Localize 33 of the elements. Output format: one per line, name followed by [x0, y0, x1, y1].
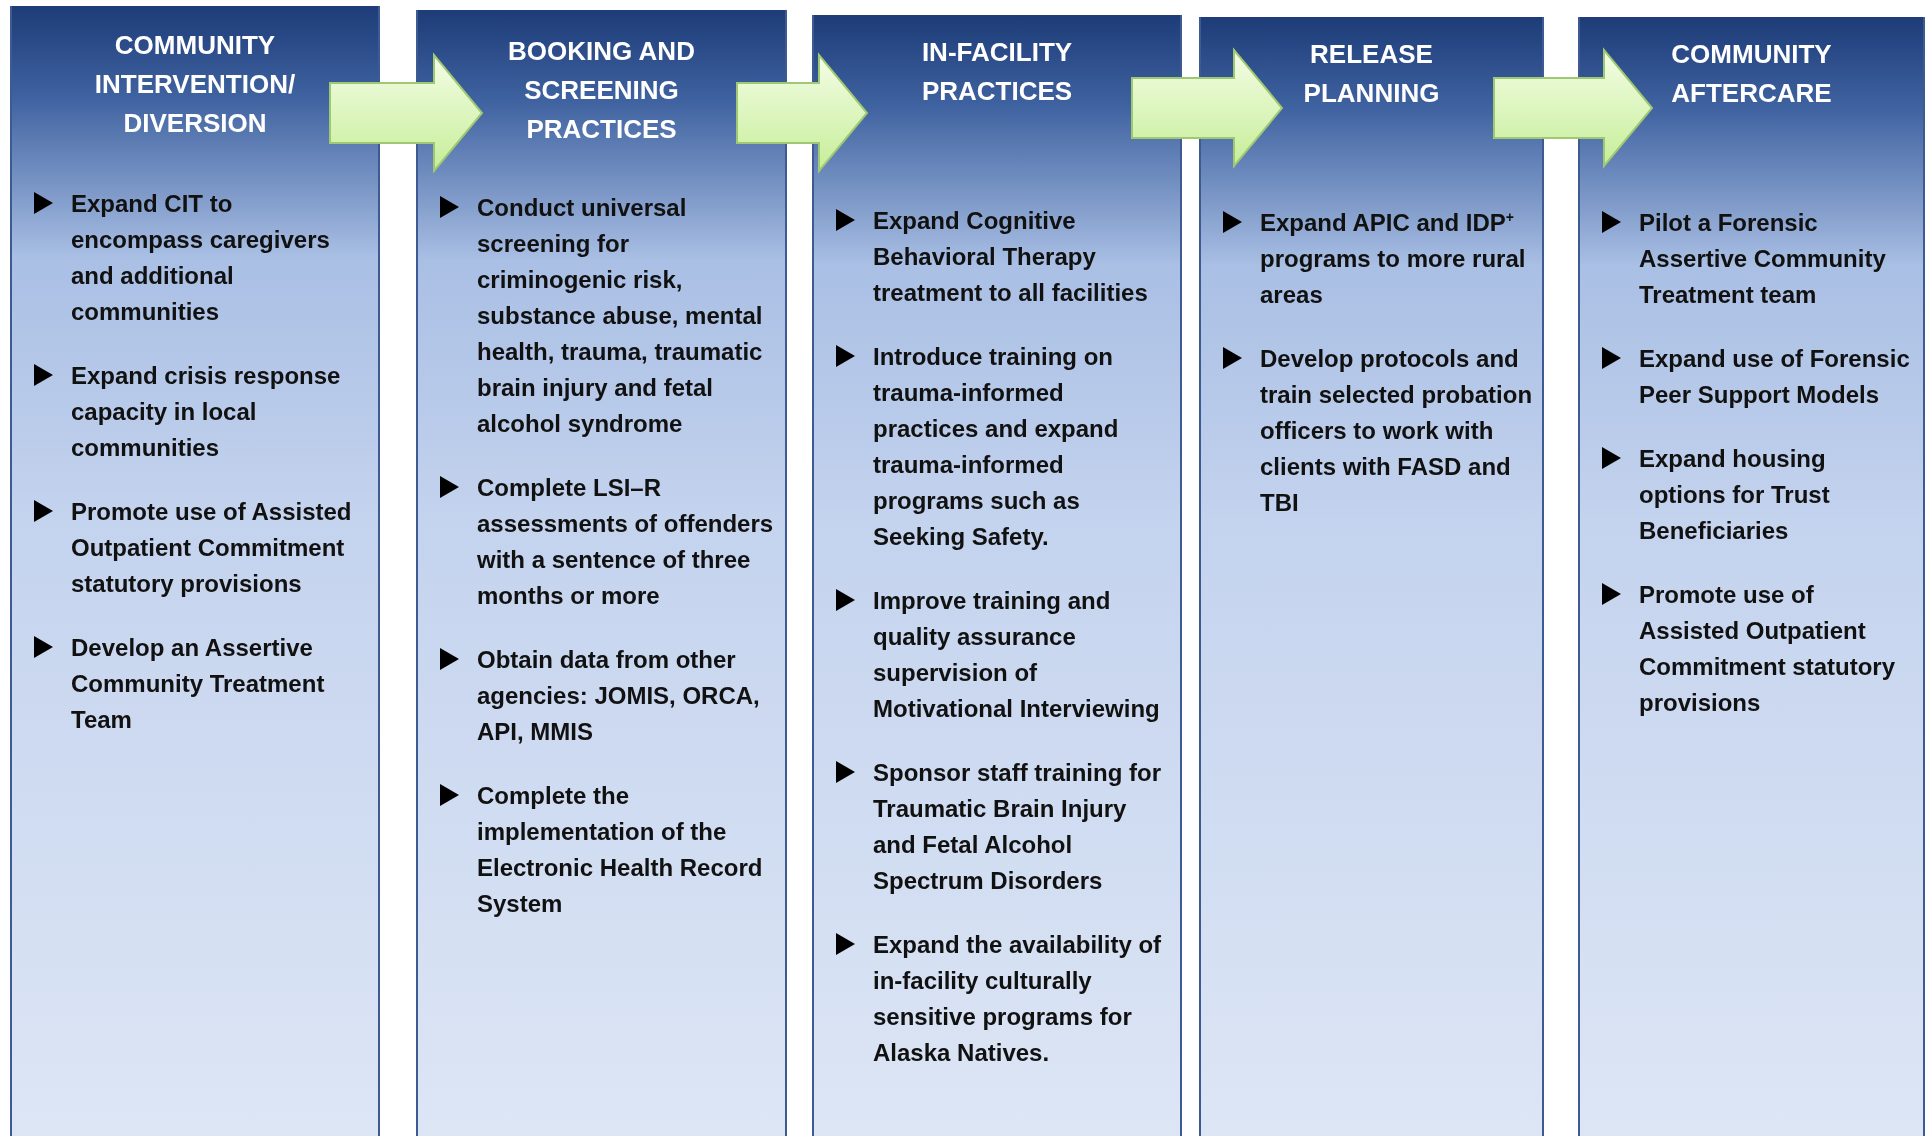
bullet-text: Sponsor staff training for Traumatic Brain Injury and Fetal Alcohol Spectrum Disorders	[873, 758, 1162, 896]
bullet-text: Complete LSI–R assessments of offenders with a sentence of three months or more	[477, 473, 775, 611]
column-heading: BOOKING AND SCREENING PRACTICES	[507, 35, 696, 146]
column-heading: COMMUNITY INTERVENTION/ DIVERSION	[93, 29, 297, 140]
bullet-text: Expand housing options for Trust Beneficiaries	[1639, 444, 1831, 546]
bullet-text: Improve training and quality assurance supervision of Motivational Interviewing	[873, 586, 1161, 724]
block-arrow	[736, 52, 869, 174]
bullet-text: Promote use of Assisted Outpatient Commitment statutory provisions	[71, 497, 353, 599]
block-arrow	[329, 52, 484, 174]
bullet-text: Expand use of Forensic Peer Support Models	[1639, 344, 1911, 410]
stage-column	[1578, 17, 1925, 1136]
bullet-text: Complete the implementation of the Electronic Health Record System	[477, 781, 764, 919]
stage-column	[10, 6, 380, 1136]
bullet-text: Conduct universal screening for criminogenic risk, substance abuse, mental health, trauma, traumatic brain injury and fetal alcohol syndrome	[477, 193, 764, 439]
bullet-text: Introduce training on trauma-informed practices and expand trauma-informed programs such as Seeking Safety.	[873, 342, 1120, 552]
bullet-text: Expand the availability of in-facility culturally sensitive programs for Alaska Natives.	[873, 930, 1163, 1068]
bullet-text: Expand Cognitive Behavioral Therapy treatment to all facilities	[873, 206, 1149, 308]
block-arrow	[1131, 47, 1284, 169]
column-heading: IN-FACILITY PRACTICES	[920, 36, 1074, 108]
bullet-text: Expand CIT to encompass caregivers and additional communities	[71, 189, 331, 327]
stage-column	[1199, 17, 1544, 1136]
bullet-text: Develop protocols and train selected probation officers to work with clients with FASD and TBI	[1260, 344, 1534, 518]
column-heading: RELEASE PLANNING	[1302, 38, 1441, 110]
bullet-text: Pilot a Forensic Assertive Community Treatment team	[1639, 208, 1887, 310]
bullet-text: Develop an Assertive Community Treatment Team	[71, 633, 326, 735]
bullet-text: Expand crisis response capacity in local communities	[71, 361, 342, 463]
bullet-text: Promote use of Assisted Outpatient Commitment statutory provisions	[1639, 580, 1897, 718]
stage-column	[416, 10, 787, 1136]
stage-column	[812, 15, 1182, 1136]
bullet-text: Obtain data from other agencies: JOMIS, ORCA, API, MMIS	[477, 645, 761, 747]
column-heading: COMMUNITY AFTERCARE	[1670, 38, 1833, 110]
block-arrow	[1493, 47, 1654, 169]
bullet-text: Expand APIC and IDP$^{+}$ programs to more rural areas	[1260, 208, 1527, 310]
